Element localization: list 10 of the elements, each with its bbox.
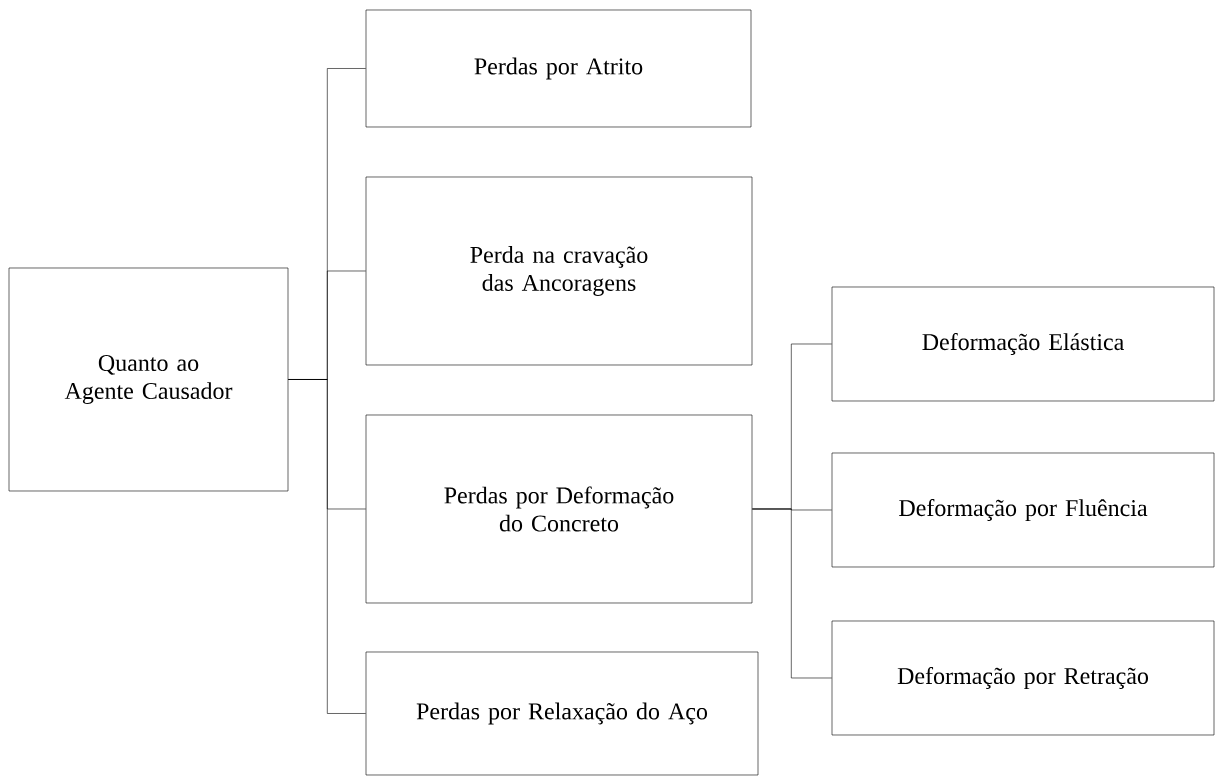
process-box: Perdas por Atrito <box>365 9 752 128</box>
process-box: Perdas por Relaxação do Aço <box>365 651 759 776</box>
process-box: Deformação por Fluência <box>831 452 1215 568</box>
process-box: Deformação Elástica <box>831 286 1215 402</box>
connector <box>288 379 366 714</box>
process-box: Perdas por Deformação do Concreto <box>365 414 753 604</box>
process-box: Quanto ao Agente Causador <box>8 267 289 492</box>
process-box: Deformação por Retração <box>831 620 1215 736</box>
connector <box>752 508 832 679</box>
process-box: Perda na cravação das Ancoragens <box>365 176 753 366</box>
